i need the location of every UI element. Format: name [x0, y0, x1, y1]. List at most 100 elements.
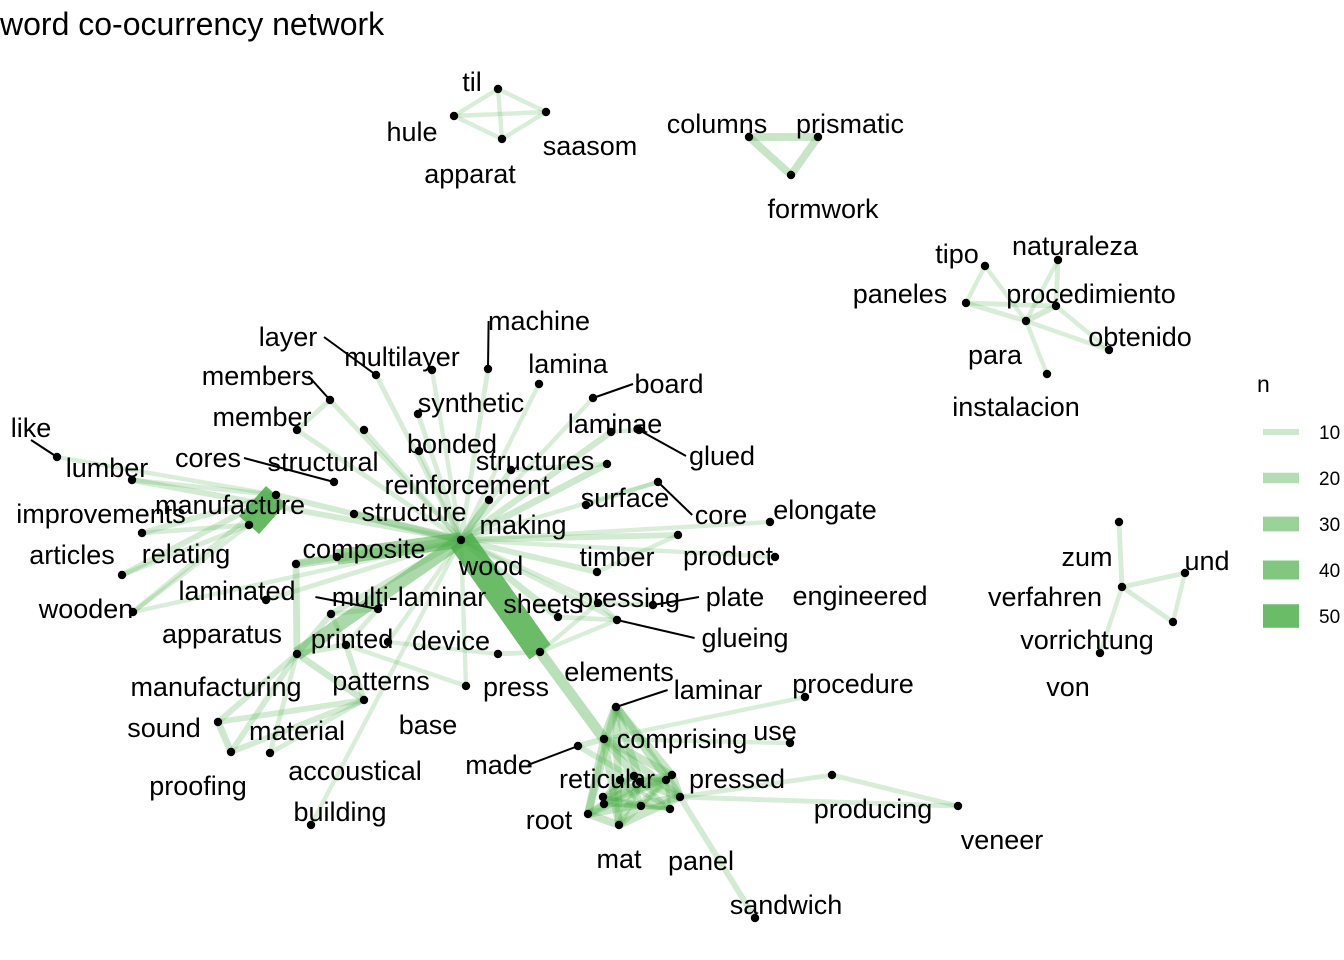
leader-line-core	[657, 481, 693, 516]
node-procedimiento	[1051, 301, 1061, 311]
node-label-verfahren: verfahren	[988, 582, 1102, 612]
node-label-pressed: pressed	[689, 764, 785, 794]
legend-label-50: 50	[1319, 607, 1340, 628]
node-layer	[52, 84, 1190, 923]
node-label-naturaleza: naturaleza	[1012, 231, 1139, 261]
leader-line-glued	[638, 429, 687, 457]
node-apparatus	[261, 595, 271, 605]
node-label-printed: printed	[311, 624, 394, 654]
edge-prismatic-formwork	[787, 134, 822, 178]
edge-manufacturing-accoustical	[267, 653, 300, 754]
node-label-surface: surface	[581, 483, 670, 513]
edge-tipo-paneles	[964, 264, 987, 305]
leader-line-cores	[243, 457, 335, 483]
node-label-reticular: reticular	[559, 764, 655, 794]
node-label-device: device	[412, 626, 490, 656]
node-label-structural: structural	[267, 447, 378, 477]
node-label-patterns: patterns	[332, 666, 430, 696]
edge-cluster	[603, 802, 642, 808]
node-label-von: von	[1046, 672, 1090, 702]
edge-manufacturing-proofing	[228, 652, 300, 754]
edge-wood-machine	[458, 368, 491, 541]
edge-wood-structures	[459, 460, 609, 544]
node-label-making: making	[479, 510, 566, 540]
node-label-und: und	[1184, 546, 1229, 576]
node-label-glued: glued	[689, 441, 755, 471]
edge-manufacture-relating	[238, 485, 287, 535]
edge-wood-composite	[335, 532, 463, 565]
node-instalacion	[1042, 369, 1052, 379]
node-bonded	[414, 446, 424, 456]
node-label-product: product	[683, 541, 774, 571]
edge-naturaleza-procedimiento	[1053, 259, 1061, 307]
node-label-sheets: sheets	[503, 589, 583, 619]
edge-mat-panel	[617, 793, 682, 829]
node-press	[493, 649, 503, 659]
node-manufacturing	[292, 649, 302, 659]
edge-wood-board	[459, 396, 595, 542]
node-material	[359, 695, 369, 705]
node-label-laminated: laminated	[178, 576, 295, 606]
edge-laminar-mat	[612, 706, 623, 826]
edge-comprising-panel	[601, 735, 683, 801]
edge-laminated-manufacturing	[292, 563, 301, 655]
node-label-formwork: formwork	[767, 194, 879, 224]
leader-line-members	[307, 375, 331, 401]
node-lumber	[127, 475, 137, 485]
node-accoustical	[265, 748, 275, 758]
node-obtenido	[1104, 345, 1114, 355]
node-label-mat: mat	[596, 844, 642, 874]
edge-wood-layer	[373, 373, 464, 542]
edge-columns-formwork	[746, 134, 794, 178]
node-label-procedimiento: procedimiento	[1006, 279, 1176, 309]
node-root	[583, 809, 593, 819]
node-formwork	[786, 170, 796, 180]
node-use	[785, 738, 795, 748]
node-label-multilayer: multilayer	[344, 342, 460, 372]
node-label-plate: plate	[706, 582, 765, 612]
edge-cluster	[602, 778, 622, 806]
node-label-board: board	[634, 369, 703, 399]
edge-structural-members	[295, 398, 332, 432]
edge-cluster	[618, 778, 672, 811]
edge-wood-sheets	[458, 537, 561, 620]
leader-line-board	[592, 383, 634, 399]
node-multilayer	[427, 365, 437, 375]
edge-manufacture-articles	[120, 492, 278, 578]
node-label-pressing: pressing	[578, 583, 680, 613]
node-panel	[675, 792, 685, 802]
leader-line-plate	[652, 596, 700, 606]
edge-und-verfahren	[1121, 570, 1186, 590]
node-label-base: base	[399, 710, 458, 740]
node-label-material: material	[249, 716, 345, 746]
node-cluster-point	[665, 804, 675, 814]
node-label-procedure: procedure	[792, 669, 914, 699]
node-label-relating: relating	[142, 539, 231, 569]
edge-comprising-mat	[600, 738, 623, 826]
edge-wood-manufacture	[275, 492, 462, 543]
node-producing	[827, 770, 837, 780]
edge-manufacture-like	[56, 454, 277, 498]
node-columns	[744, 132, 754, 142]
edge-wood-member	[362, 428, 463, 542]
node-label-comprising: comprising	[617, 724, 748, 754]
node-reticular	[635, 777, 645, 787]
node-til	[493, 84, 503, 94]
node-patterns	[341, 640, 351, 650]
edge-cluster	[632, 775, 643, 807]
node-label-composite: composite	[302, 534, 425, 564]
node-label-reinforcement: reinforcement	[384, 470, 550, 500]
node-naturaleza	[1053, 255, 1063, 265]
edge-cluster	[602, 795, 642, 808]
node-label-laminar: laminar	[674, 675, 763, 705]
node-lamina	[534, 379, 544, 389]
edge-wood-bonded	[417, 450, 463, 541]
node-label-bonded: bonded	[407, 429, 497, 459]
node-label-tipo: tipo	[935, 239, 979, 269]
node-label-sound: sound	[127, 713, 201, 743]
edge-laminar-comprising	[599, 705, 621, 741]
node-structures	[602, 459, 612, 469]
edge-elements-press	[497, 649, 541, 657]
node-manufacture	[271, 490, 281, 500]
